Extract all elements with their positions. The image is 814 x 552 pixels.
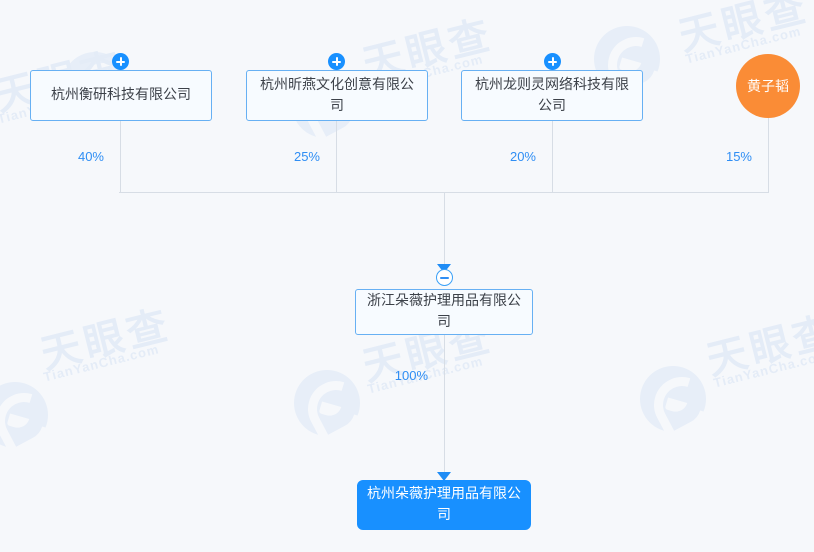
percent-label-1: 25% [293,149,320,164]
watermark-text-cn: 天眼查 [36,301,176,379]
connector-bus-to-center [444,192,445,264]
watermark-text-en: TianYanCha.com [712,347,814,391]
node-shareholder-2[interactable]: 杭州龙则灵网络科技有限公司 [461,70,643,121]
connector-center-to-subsidiary [444,335,445,479]
watermark-text-cn: 天眼查 [674,0,814,61]
watermark-logo-icon [640,366,706,432]
connector-shareholder-2 [552,120,553,192]
watermark-text-en: TianYanCha.com [42,341,161,385]
percent-label-3: 15% [725,149,752,164]
node-shareholder-0[interactable]: 杭州衡研科技有限公司 [30,70,212,121]
collapse-button-center-node[interactable] [436,269,453,286]
percent-label-0: 40% [77,149,104,164]
watermark-text-cn: 天眼查 [702,307,814,385]
percent-label-2: 20% [509,149,536,164]
watermark-logo-icon [0,382,48,448]
connector-shareholder-0 [120,120,121,192]
arrow-to-subsidiary-icon [437,472,451,481]
expand-button-shareholder-2[interactable] [544,53,561,70]
expand-button-shareholder-0[interactable] [112,53,129,70]
watermark-logo-icon [294,370,360,436]
node-shareholder-1[interactable]: 杭州昕燕文化创意有限公司 [246,70,428,121]
node-subsidiary-company[interactable]: 杭州朵薇护理用品有限公司 [357,480,531,530]
node-center-company[interactable]: 浙江朵薇护理用品有限公司 [355,289,533,335]
node-shareholder-3-person[interactable]: 黄子韬 [736,54,800,118]
connector-shareholder-1 [336,120,337,192]
connector-shareholder-3 [768,118,769,192]
percent-label-center-to-subsidiary: 100% [394,368,428,383]
expand-button-shareholder-1[interactable] [328,53,345,70]
arrow-to-center-node-icon [437,264,451,273]
